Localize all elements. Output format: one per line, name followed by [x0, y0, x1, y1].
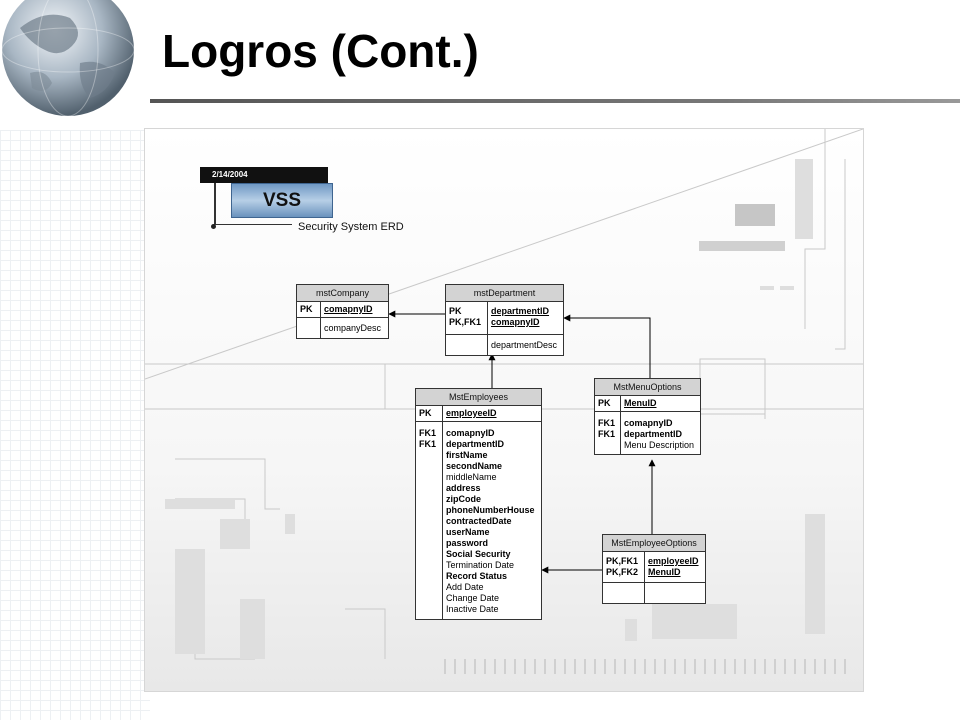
attribute-column: departmentID — [624, 429, 683, 439]
attribute-column: Menu Description — [624, 440, 695, 450]
attribute-column: secondName — [446, 461, 503, 471]
date-tab: 2/14/2004 — [200, 167, 328, 183]
table-header: mstDepartment — [446, 285, 563, 302]
attribute-column: Social Security — [446, 549, 511, 559]
pk-column: departmentID — [491, 306, 550, 316]
globe-icon — [1, 0, 135, 117]
circuit-background — [145, 129, 863, 674]
table-mstdepartment[interactable]: mstDepartment PK PK,FK1 departmentID com… — [445, 284, 564, 356]
key-label: PK — [449, 306, 462, 316]
key-label: PK,FK1 — [606, 556, 639, 566]
slide-title: Logros (Cont.) — [162, 25, 479, 77]
attribute-column: address — [446, 483, 481, 493]
attribute-column: departmentID — [446, 439, 505, 449]
attribute-column: Change Date — [446, 593, 500, 603]
pk-column: employeeID — [446, 408, 497, 418]
key-label: FK1 — [598, 429, 616, 439]
attribute-column: zipCode — [446, 494, 481, 504]
pk-column: MenuID — [624, 398, 657, 408]
pk-column: comapnyID — [324, 304, 373, 314]
key-label: PK,FK1 — [449, 317, 482, 327]
key-label: FK1 — [419, 439, 437, 449]
attribute-column: password — [446, 538, 489, 548]
table-header: MstMenuOptions — [595, 379, 700, 396]
badge-connector-horizontal — [214, 224, 292, 225]
key-label: FK1 — [598, 418, 616, 428]
table-mstemployees[interactable]: MstEmployees PK employeeID FK1 FK1 comap… — [415, 388, 542, 620]
badge-connector — [214, 183, 216, 225]
key-label: FK1 — [419, 428, 437, 438]
attribute-column: departmentDesc — [491, 340, 558, 350]
table-header: MstEmployeeOptions — [603, 535, 705, 552]
key-label: PK — [300, 304, 313, 314]
pk-column: comapnyID — [491, 317, 540, 327]
attribute-column: phoneNumberHouse — [446, 505, 535, 515]
badge-dot — [211, 224, 216, 229]
attribute-column: Termination Date — [446, 560, 515, 570]
attribute-column: contractedDate — [446, 516, 512, 526]
table-mstemployeeoptions[interactable]: MstEmployeeOptions PK,FK1 PK,FK2 employe… — [602, 534, 706, 604]
diagram-caption: Security System ERD — [298, 221, 404, 233]
title-divider — [150, 99, 960, 103]
erd-canvas: 2/14/2004 VSS Security System ERD mstCom… — [144, 128, 864, 692]
vss-logo-box: VSS — [231, 183, 333, 218]
attribute-column: firstName — [446, 450, 488, 460]
table-header: mstCompany — [297, 285, 388, 302]
attribute-column: Add Date — [446, 582, 484, 592]
table-mstmenuoptions[interactable]: MstMenuOptions PK MenuID FK1 FK1 comapny… — [594, 378, 701, 455]
attribute-column: comapnyID — [446, 428, 495, 438]
key-label: PK — [598, 398, 611, 408]
attribute-column: companyDesc — [324, 323, 382, 333]
key-label: PK,FK2 — [606, 567, 639, 577]
pk-column: MenuID — [648, 567, 681, 577]
table-header: MstEmployees — [416, 389, 541, 406]
key-label: PK — [419, 408, 432, 418]
attribute-column: middleName — [446, 472, 497, 482]
attribute-column: userName — [446, 527, 490, 537]
attribute-column: Record Status — [446, 571, 508, 581]
pk-column: employeeID — [648, 556, 699, 566]
attribute-column: Inactive Date — [446, 604, 499, 614]
table-mstcompany[interactable]: mstCompany PK comapnyID companyDesc — [296, 284, 389, 339]
attribute-column: comapnyID — [624, 418, 673, 428]
background-grid-pattern — [0, 130, 150, 720]
